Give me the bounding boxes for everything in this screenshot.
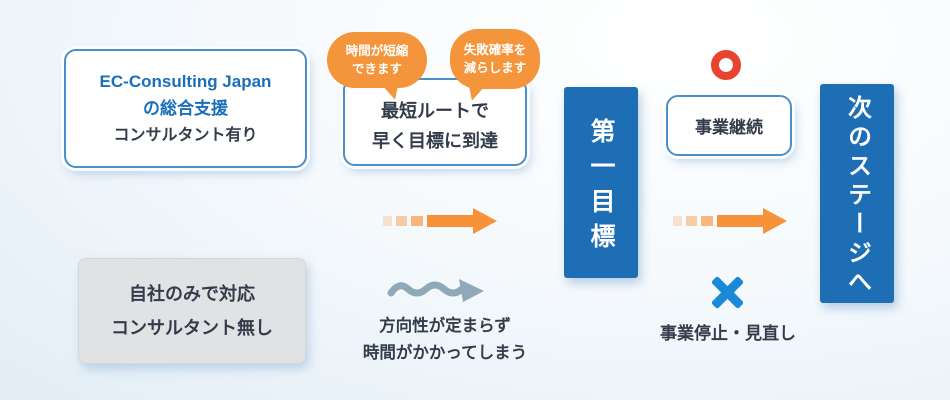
consulting-support-box: EC-Consulting Japan の総合支援 コンサルタント有り bbox=[64, 49, 307, 168]
first-goal-text: 第一目標 bbox=[587, 117, 615, 258]
arrow-right-icon bbox=[383, 208, 497, 234]
batsu-x-icon bbox=[711, 276, 744, 309]
direction-note: 方向性が定まらず 時間がかかってしまう bbox=[362, 317, 528, 362]
bubble-fail-text: 失敗確率を 減らします bbox=[463, 43, 527, 75]
maru-circle-icon bbox=[711, 50, 741, 80]
consulting-title: EC-Consulting Japan bbox=[99, 72, 272, 91]
next-stage-box: 次のステージへ bbox=[820, 84, 894, 303]
next-stage-text: 次のステージへ bbox=[843, 94, 871, 298]
shortest-route-box: 最短ルートで 早く目標に到達 bbox=[343, 78, 527, 166]
consulting-label: コンサルタント有り bbox=[113, 127, 258, 144]
first-goal-box: 第一目標 bbox=[564, 87, 638, 278]
self-support-text: 自社のみで対応 コンサルタント無し bbox=[111, 284, 273, 338]
speech-bubble-time-saving: 時間が短縮 できます bbox=[327, 32, 427, 102]
business-stop-note: 事業停止・見直し bbox=[660, 324, 796, 343]
arrow-right-icon bbox=[673, 208, 787, 234]
consulting-subtitle: の総合支援 bbox=[143, 99, 228, 118]
speech-bubble-failure-reduction: 失敗確率を 減らします bbox=[450, 29, 540, 103]
wavy-arrow-icon bbox=[387, 279, 484, 302]
self-support-box: 自社のみで対応 コンサルタント無し bbox=[78, 258, 306, 364]
business-continuation-box: 事業継続 bbox=[666, 95, 792, 156]
business-continuation-text: 事業継続 bbox=[695, 118, 763, 137]
bubble-time-text: 時間が短縮 できます bbox=[345, 44, 409, 76]
shortest-route-text: 最短ルートで 早く目標に到達 bbox=[372, 101, 498, 151]
